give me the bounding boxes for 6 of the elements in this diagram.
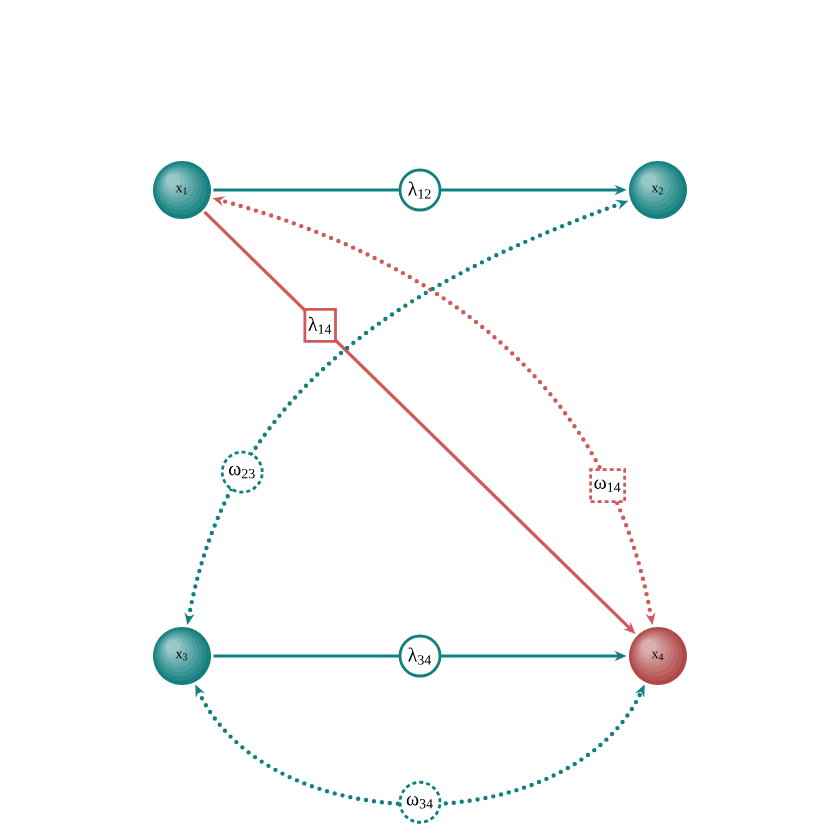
edge-label: ω$_{14}$ (589, 468, 627, 503)
edge-label: ω$_{23}$ (220, 450, 264, 494)
edge-label: λ$_{12}$ (398, 168, 442, 212)
edge-label: λ$_{34}$ (398, 634, 442, 678)
edge-label: λ$_{14}$ (303, 307, 337, 343)
edge-label: ω$_{34}$ (398, 780, 442, 824)
